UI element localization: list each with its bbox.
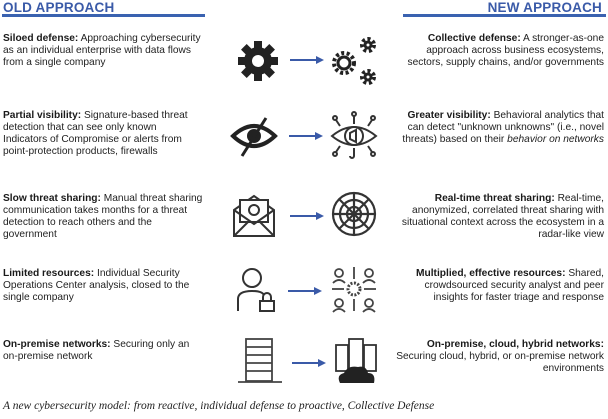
arrow-right-icon: [290, 212, 324, 220]
arrow-right-icon: [288, 287, 322, 295]
network-eye-icon: [330, 111, 378, 159]
multiple-gears-icon: [332, 37, 376, 85]
figure-caption: A new cybersecurity model: from reactive…: [3, 400, 435, 412]
arrow-right-icon: [289, 132, 323, 140]
new-approach-header: NEW APPROACH: [487, 0, 602, 15]
new-item-collective: Collective defense: A stronger-as-one ap…: [407, 33, 605, 68]
new-item-multiplied-resources: Multiplied, effective resources: Shared,…: [416, 268, 604, 303]
new-item-realtime-sharing: Real-time threat sharing: Real-time, ano…: [401, 193, 604, 240]
old-item-partial-visibility: Partial visibility: Signature-based thre…: [3, 110, 188, 157]
old-item-limited-resources: Limited resources: Individual Security O…: [3, 268, 190, 303]
gear-icon: [238, 41, 278, 81]
eye-slash-icon: [230, 117, 278, 157]
old-approach-header: OLD APPROACH: [3, 0, 115, 15]
cloud-servers-icon: [335, 338, 377, 383]
arrow-right-icon: [292, 359, 326, 367]
old-item-slow-sharing: Slow threat sharing: Manual threat shari…: [3, 193, 203, 240]
arrow-right-icon: [290, 56, 324, 64]
radar-icon: [331, 191, 377, 237]
old-header-rule: [2, 14, 205, 17]
team-gear-icon: [332, 267, 376, 313]
new-item-hybrid-networks: On-premise, cloud, hybrid networks: Secu…: [396, 339, 604, 374]
email-icon: [233, 194, 275, 237]
user-lock-icon: [237, 268, 275, 312]
old-item-on-premise: On-premise networks: Securing only an on…: [3, 339, 190, 362]
new-item-greater-visibility: Greater visibility: Behavioral analytics…: [402, 110, 604, 145]
old-item-siloed: Siloed defense: Approaching cybersecurit…: [3, 33, 201, 68]
new-header-rule: [403, 14, 606, 17]
server-building-icon: [238, 338, 282, 383]
